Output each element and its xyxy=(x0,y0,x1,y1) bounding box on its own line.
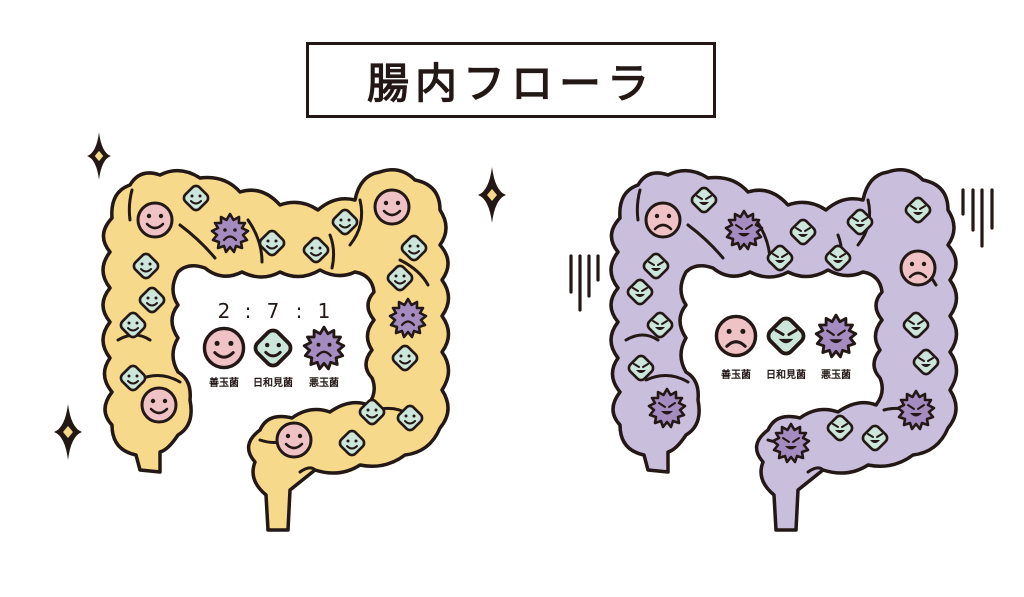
good-bacteria-icon xyxy=(140,386,178,424)
title-box: 腸内フローラ xyxy=(306,42,716,118)
good-bacteria-icon xyxy=(275,421,313,459)
page-title: 腸内フローラ xyxy=(366,58,655,108)
good-bacteria-icon xyxy=(373,188,411,226)
good-bacteria-icon xyxy=(202,326,246,370)
sparkle-icon xyxy=(87,132,111,180)
unhealthy-legend: 善玉菌 日和見菌 悪玉菌 xyxy=(714,313,856,381)
good-bacteria-icon xyxy=(714,314,758,358)
legend-label-good: 善玉菌 xyxy=(209,376,239,389)
ratio-sep: : xyxy=(296,299,303,323)
good-bacteria-icon xyxy=(899,249,937,287)
healthy-ratio: 2 : 7 : 1 xyxy=(218,299,331,323)
gloom-lines-icon xyxy=(569,254,600,312)
unhealthy-gut xyxy=(609,168,959,532)
legend-label-good: 善玉菌 xyxy=(721,368,751,381)
ratio-neutral: 7 xyxy=(267,299,280,323)
legend-label-neutral: 日和見菌 xyxy=(766,368,806,381)
neutral-bacteria-icon xyxy=(250,325,296,371)
neutral-bacteria-icon xyxy=(763,313,809,359)
healthy-legend: 善玉菌 日和見菌 悪玉菌 xyxy=(202,325,344,389)
legend-label-bad: 悪玉菌 xyxy=(821,368,851,381)
good-bacteria-icon xyxy=(644,201,682,239)
legend-label-bad: 悪玉菌 xyxy=(309,376,339,389)
gloom-lines-icon xyxy=(961,188,994,248)
ratio-sep: : xyxy=(245,299,252,323)
healthy-gut xyxy=(101,168,451,532)
legend-label-neutral: 日和見菌 xyxy=(253,376,293,389)
bad-bacteria-icon xyxy=(816,315,856,357)
ratio-bad: 1 xyxy=(318,299,331,323)
sparkle-icon xyxy=(478,167,506,223)
sparkle-icon xyxy=(54,404,82,460)
good-bacteria-icon xyxy=(136,201,174,239)
ratio-good: 2 xyxy=(218,299,231,323)
bad-bacteria-icon xyxy=(304,327,344,369)
